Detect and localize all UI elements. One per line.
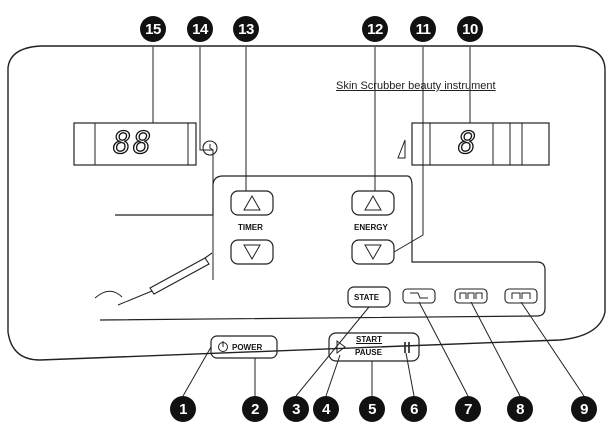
- callout-10: 10: [457, 16, 483, 42]
- device-title: Skin Scrubber beauty instrument: [336, 80, 496, 92]
- callout-15: 15: [140, 16, 166, 42]
- power-button[interactable]: POWER: [232, 343, 263, 352]
- callout-9: 9: [571, 396, 597, 422]
- callout-1: 1: [170, 396, 196, 422]
- callout-2: 2: [242, 396, 268, 422]
- callout-4: 4: [313, 396, 339, 422]
- state-button[interactable]: STATE: [354, 293, 380, 302]
- pause-button[interactable]: PAUSE: [355, 348, 382, 357]
- timer-label: TIMER: [238, 223, 263, 232]
- callout-11: 11: [410, 16, 436, 42]
- callout-8: 8: [507, 396, 533, 422]
- callout-6: 6: [401, 396, 427, 422]
- timer-display: 88: [112, 125, 154, 161]
- callout-7: 7: [455, 396, 481, 422]
- callout-5: 5: [359, 396, 385, 422]
- energy-display: 8: [457, 125, 479, 161]
- energy-label: ENERGY: [354, 223, 388, 232]
- callout-13: 13: [233, 16, 259, 42]
- callout-14: 14: [187, 16, 213, 42]
- callout-3: 3: [283, 396, 309, 422]
- callout-12: 12: [362, 16, 388, 42]
- start-button[interactable]: START: [356, 335, 383, 344]
